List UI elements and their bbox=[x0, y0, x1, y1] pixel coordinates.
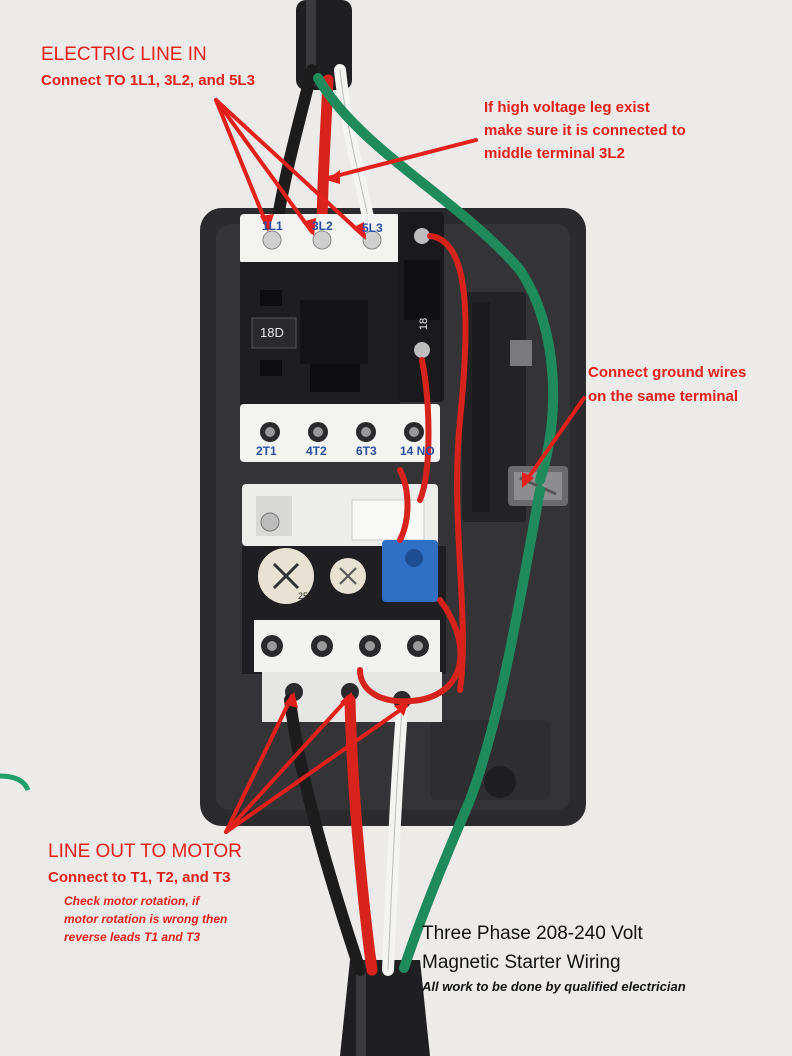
terminal-label-14no: 14 NO bbox=[400, 444, 435, 458]
bottom-cable bbox=[340, 960, 430, 1056]
rotation-note-line2: motor rotation is wrong then bbox=[64, 912, 228, 926]
high-leg-note-line1: If high voltage leg exist bbox=[484, 99, 650, 116]
ground-terminal-top bbox=[510, 340, 532, 366]
contactor-body bbox=[240, 262, 400, 404]
aux-block-label: 18 bbox=[418, 317, 431, 331]
line-out-text: Connect to T1, T2, and T3 bbox=[48, 869, 231, 886]
rotation-note-line3: reverse leads T1 and T3 bbox=[64, 930, 201, 944]
overload-relay bbox=[242, 484, 446, 722]
contactor-model-label: 18D bbox=[260, 325, 284, 340]
terminal-label-6t3: 6T3 bbox=[356, 444, 377, 458]
line-in-title: ELECTRIC LINE IN bbox=[41, 44, 207, 65]
high-leg-note-line2: make sure it is connected to bbox=[484, 122, 686, 139]
line-in-text: Connect TO 1L1, 3L2, and 5L3 bbox=[41, 72, 255, 89]
terminal-label-1l1: 1L1 bbox=[262, 219, 283, 233]
dial-value-label: 25 bbox=[298, 591, 309, 601]
terminal-label-3l2: 3L2 bbox=[312, 219, 333, 233]
annotation-arrows bbox=[214, 98, 586, 834]
caption-line2: Magnetic Starter Wiring bbox=[422, 952, 621, 973]
stray-green-wire bbox=[0, 773, 31, 792]
terminal-label-5l3: 5L3 bbox=[362, 221, 383, 235]
ground-note-line1: Connect ground wires bbox=[588, 364, 747, 381]
ground-note-line2: on the same terminal bbox=[588, 388, 739, 405]
caption-line3: All work to be done by qualified electri… bbox=[422, 979, 686, 994]
terminal-label-2t1: 2T1 bbox=[256, 444, 277, 458]
caption-line1: Three Phase 208-240 Volt bbox=[422, 923, 643, 944]
line-out-title: LINE OUT TO MOTOR bbox=[48, 841, 242, 862]
control-wires bbox=[357, 233, 469, 705]
high-leg-note-line3: middle terminal 3L2 bbox=[484, 145, 625, 162]
contactor-bottom-block bbox=[240, 404, 440, 462]
terminal-label-4t2: 4T2 bbox=[306, 444, 327, 458]
arrow-heads bbox=[260, 170, 534, 716]
outgoing-wires bbox=[284, 485, 545, 976]
reset-knob bbox=[382, 540, 438, 602]
aux-block bbox=[398, 212, 444, 402]
rotation-note-line1: Check motor rotation, if bbox=[64, 894, 200, 908]
